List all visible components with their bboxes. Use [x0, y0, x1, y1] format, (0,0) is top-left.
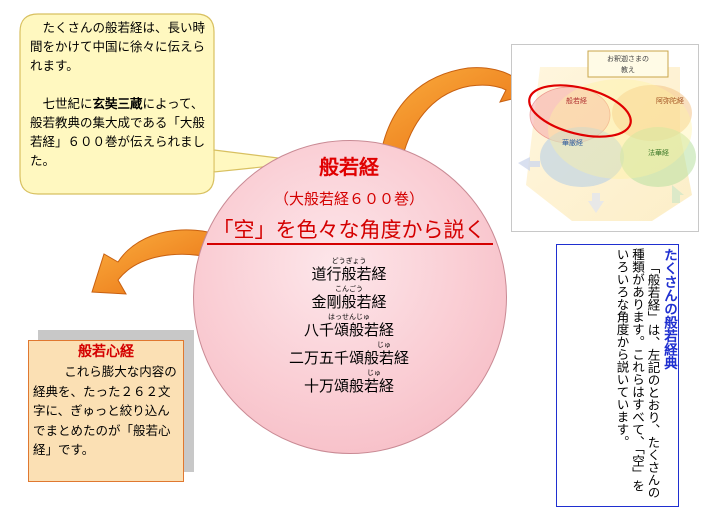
bubble-paragraph-2: 七世紀に玄奘三蔵によって、般若教典の集大成である「大般若経」６００巻が伝えられま…	[30, 94, 208, 170]
ellipse-center	[548, 79, 692, 179]
vertical-text: たくさんの般若経典 「般若経」は、左記のとおり、たくさんの種類があります。これら…	[560, 248, 678, 502]
vertical-text-box	[556, 244, 679, 507]
vertical-title: たくさんの般若経典	[661, 248, 677, 370]
ellipse-kegon	[540, 127, 624, 187]
bubble-text-bold: 玄奘三蔵	[92, 96, 143, 111]
bubble-text-prefix: 七世紀に	[42, 96, 93, 111]
curved-arrow-up-right	[381, 60, 533, 153]
sutra-item-4: 二万五千頌般若経	[288, 349, 409, 367]
vertical-body: 「般若経」は、左記のとおり、たくさんの種類があります。これらはすべて、「空」をい…	[614, 248, 661, 498]
heart-sutra-paragraph: これら膨大な内容の経典を、たった２６２文字に、ぎゅっと絞り込んでまとめたのが「般…	[33, 364, 177, 457]
bubble-text: たくさんの般若経は、長い時間をかけて中国に徐々に伝えられます。 七世紀に玄奘三蔵…	[30, 18, 208, 170]
label-hokke: 法華経	[648, 148, 669, 157]
center-subtitle: （大般若経６００巻）	[273, 190, 424, 208]
sutra-item-1: 道行般若経	[311, 265, 387, 283]
heading-underline	[207, 243, 493, 245]
sutra-item-2: 金剛般若経	[311, 293, 387, 311]
sutra-item-5: 十万頌般若経	[303, 377, 394, 395]
sutra-ruby-5: じゅ	[367, 369, 381, 377]
ellipse-amida	[612, 85, 692, 141]
center-circle	[193, 140, 507, 454]
label-hannya: 般若経	[566, 96, 587, 105]
small-arrow-down	[588, 193, 604, 213]
label-amida: 阿弥陀経	[656, 96, 684, 105]
diagram-title-2: 教え	[621, 65, 635, 74]
curved-arrow-down-left	[91, 229, 223, 295]
sutra-ruby-2: こんごう	[335, 285, 363, 293]
ellipse-hokke	[620, 127, 696, 187]
highlight-ring	[528, 84, 632, 138]
bubble-paragraph-1: たくさんの般若経は、長い時間をかけて中国に徐々に伝えられます。	[30, 20, 206, 73]
sutra-item-3: 八千頌般若経	[303, 321, 394, 339]
center-heading: 「空」を色々な角度から説く	[212, 218, 486, 242]
teachings-diagram-frame: お釈迦さまの 教え 般若経 阿弥陀経 華厳経 法華経	[511, 44, 699, 232]
heart-sutra-box	[28, 340, 184, 482]
bubble-text-suffix: によって、般若教典の集大成である「大般若経」６００巻が伝えられました。	[30, 96, 206, 168]
small-arrow-right	[672, 185, 684, 203]
heart-sutra-text: これら膨大な内容の経典を、たった２６２文字に、ぎゅっと絞り込んでまとめたのが「般…	[33, 362, 181, 460]
teachings-venn-diagram: お釈迦さまの 教え 般若経 阿弥陀経 華厳経 法華経	[512, 45, 698, 231]
sutra-ruby-3: はっせんじゅ	[328, 313, 370, 321]
label-kegon: 華厳経	[562, 138, 583, 147]
sutra-ruby-1: どうぎょう	[331, 257, 367, 265]
sutra-ruby-4: じゅ	[377, 341, 391, 349]
center-title: 般若経	[319, 155, 379, 179]
small-arrow-left	[518, 157, 540, 171]
diagram-title-1: お釈迦さまの	[607, 54, 649, 63]
heart-sutra-title: 般若心経	[78, 344, 134, 360]
diagram-title-box	[587, 50, 669, 78]
